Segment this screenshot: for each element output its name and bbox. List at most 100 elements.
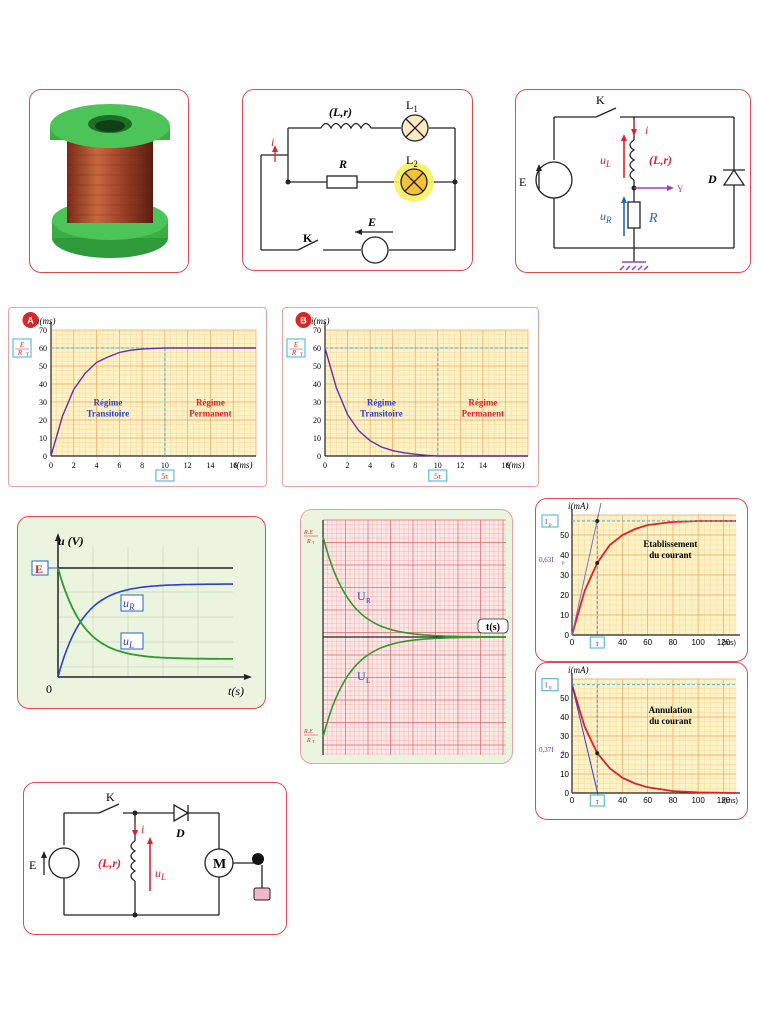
diode-label: D (707, 172, 717, 186)
tangent-line (571, 502, 602, 636)
ref-label-top: E (293, 341, 299, 349)
series-line (324, 347, 528, 457)
coil-label: (L,r) (649, 153, 672, 167)
x-tick-label: 14 (206, 461, 214, 470)
y-tick-label: 10 (560, 770, 569, 779)
regime1-line1: Régime (93, 398, 122, 408)
fraction-label: 0,37I (539, 746, 554, 754)
regime2-line1: Régime (468, 398, 497, 408)
regime1-line1: Régime (367, 398, 396, 408)
ref-box (541, 678, 559, 692)
ref-label-box (286, 338, 306, 358)
y-tick-label: 10 (39, 434, 47, 443)
x-tick-label: 16 (501, 461, 509, 470)
y-tick-label: 0 (565, 631, 570, 640)
ul-label: uL (155, 866, 166, 882)
y-tick-label: 30 (313, 398, 321, 407)
x-tick-label: 10 (434, 461, 442, 470)
ul-label: uL (600, 153, 611, 169)
x-tick-label: 40 (618, 796, 627, 805)
y-axis-label: i(mA) (568, 665, 589, 675)
origin-label: 0 (46, 682, 52, 696)
series-line (50, 347, 256, 457)
y-tick-label: 30 (39, 398, 47, 407)
switch-label: K (303, 231, 313, 245)
current-label: i (645, 123, 648, 137)
ref-label: I (545, 682, 548, 690)
x-axis-label: t(ms) (234, 460, 253, 470)
x-tick-label: 100 (691, 796, 705, 805)
y-tick-label: 30 (560, 571, 569, 580)
tau-point (595, 561, 600, 565)
ref-label-top: E (19, 341, 25, 349)
y-tick-label: 40 (560, 551, 569, 560)
y-tick-label: 60 (39, 344, 47, 353)
chart-title-line2: du courant (649, 550, 691, 560)
ur-label: uR (600, 209, 612, 225)
y-tick-label: 10 (313, 434, 321, 443)
ul-label-sub: L (366, 677, 370, 685)
tau-label: 5τ (161, 472, 169, 481)
badge-circle (22, 312, 39, 328)
tau-box (589, 794, 605, 807)
y-axis-label: i(ms) (311, 316, 330, 326)
fraction-label-sub: 0 (562, 751, 565, 756)
source-label: E (29, 858, 36, 872)
bottom-label-sub: T (312, 739, 315, 744)
y-axis-label: i(mA) (568, 501, 589, 511)
x-tick-label: 12 (456, 461, 464, 470)
lamp2-label: L2 (406, 153, 418, 169)
x-tick-label: 6 (117, 461, 121, 470)
current-label: i (271, 135, 274, 149)
x-tick-label: 2 (72, 461, 76, 470)
x-tick-label: 120 (717, 638, 731, 647)
y-tick-label: 50 (313, 362, 321, 371)
chart-title-line1: Annulation (649, 705, 693, 715)
ref-label-sub: 0 (549, 687, 552, 692)
switch-label: K (596, 93, 605, 107)
lamp1-label: L1 (406, 98, 418, 114)
probe-label: Y (677, 184, 684, 194)
tau-label: τ (596, 797, 600, 806)
chart-title-line1: Etablissement (643, 539, 697, 549)
x-axis-label: t(s) (228, 684, 244, 698)
tau-box (155, 469, 175, 482)
annulation-chart: 02040608010012001020304050i(mA)t(ms)I00,… (539, 665, 740, 807)
circuit-diode-panel: K i uL (L,r) D E uR R Y (515, 89, 751, 273)
regime2-line2: Permanent (462, 409, 505, 419)
y-tick-label: 20 (313, 416, 321, 425)
regime1-line2: Transitoire (360, 409, 403, 419)
source-label: E (519, 175, 526, 189)
y-tick-label: 0 (317, 452, 321, 461)
regime2-line1: Régime (196, 398, 225, 408)
annulation-chart-panel: 02040608010012001020304050i(mA)t(ms)I00,… (535, 662, 748, 820)
badge-label: A (27, 316, 34, 326)
coil-photo-panel (29, 89, 189, 273)
x-tick-label: 2 (346, 461, 350, 470)
y-tick-label: 40 (39, 380, 47, 389)
e-label: E (35, 562, 43, 576)
switch-label: K (106, 790, 115, 804)
ur-curve-label: uR (123, 596, 135, 612)
establishment-chart-panel: 02040608010012001020304050i(mA)(ms)Ip0,6… (535, 498, 748, 662)
ur-label: U (357, 589, 366, 603)
circuit-lamps-panel: (L,r) L1 R L2 i K E (242, 89, 473, 271)
y-tick-label: 10 (560, 611, 569, 620)
x-tick-label: 0 (323, 461, 327, 470)
y-tick-label: 70 (313, 326, 321, 335)
x-tick-label: 4 (95, 461, 99, 470)
top-label-sub: T (312, 540, 315, 545)
circuit-motor-diagram: K i D (L,r) uL M E (29, 790, 271, 918)
tangent-line (571, 684, 599, 797)
axis-label-box (477, 618, 509, 634)
x-tick-label: 6 (391, 461, 395, 470)
y-tick-label: 70 (39, 326, 47, 335)
bottom-label-num: R.E (303, 729, 313, 735)
axis-label: t(s) (486, 622, 500, 633)
y-tick-label: 50 (560, 531, 569, 540)
ref-label: I (545, 518, 548, 526)
